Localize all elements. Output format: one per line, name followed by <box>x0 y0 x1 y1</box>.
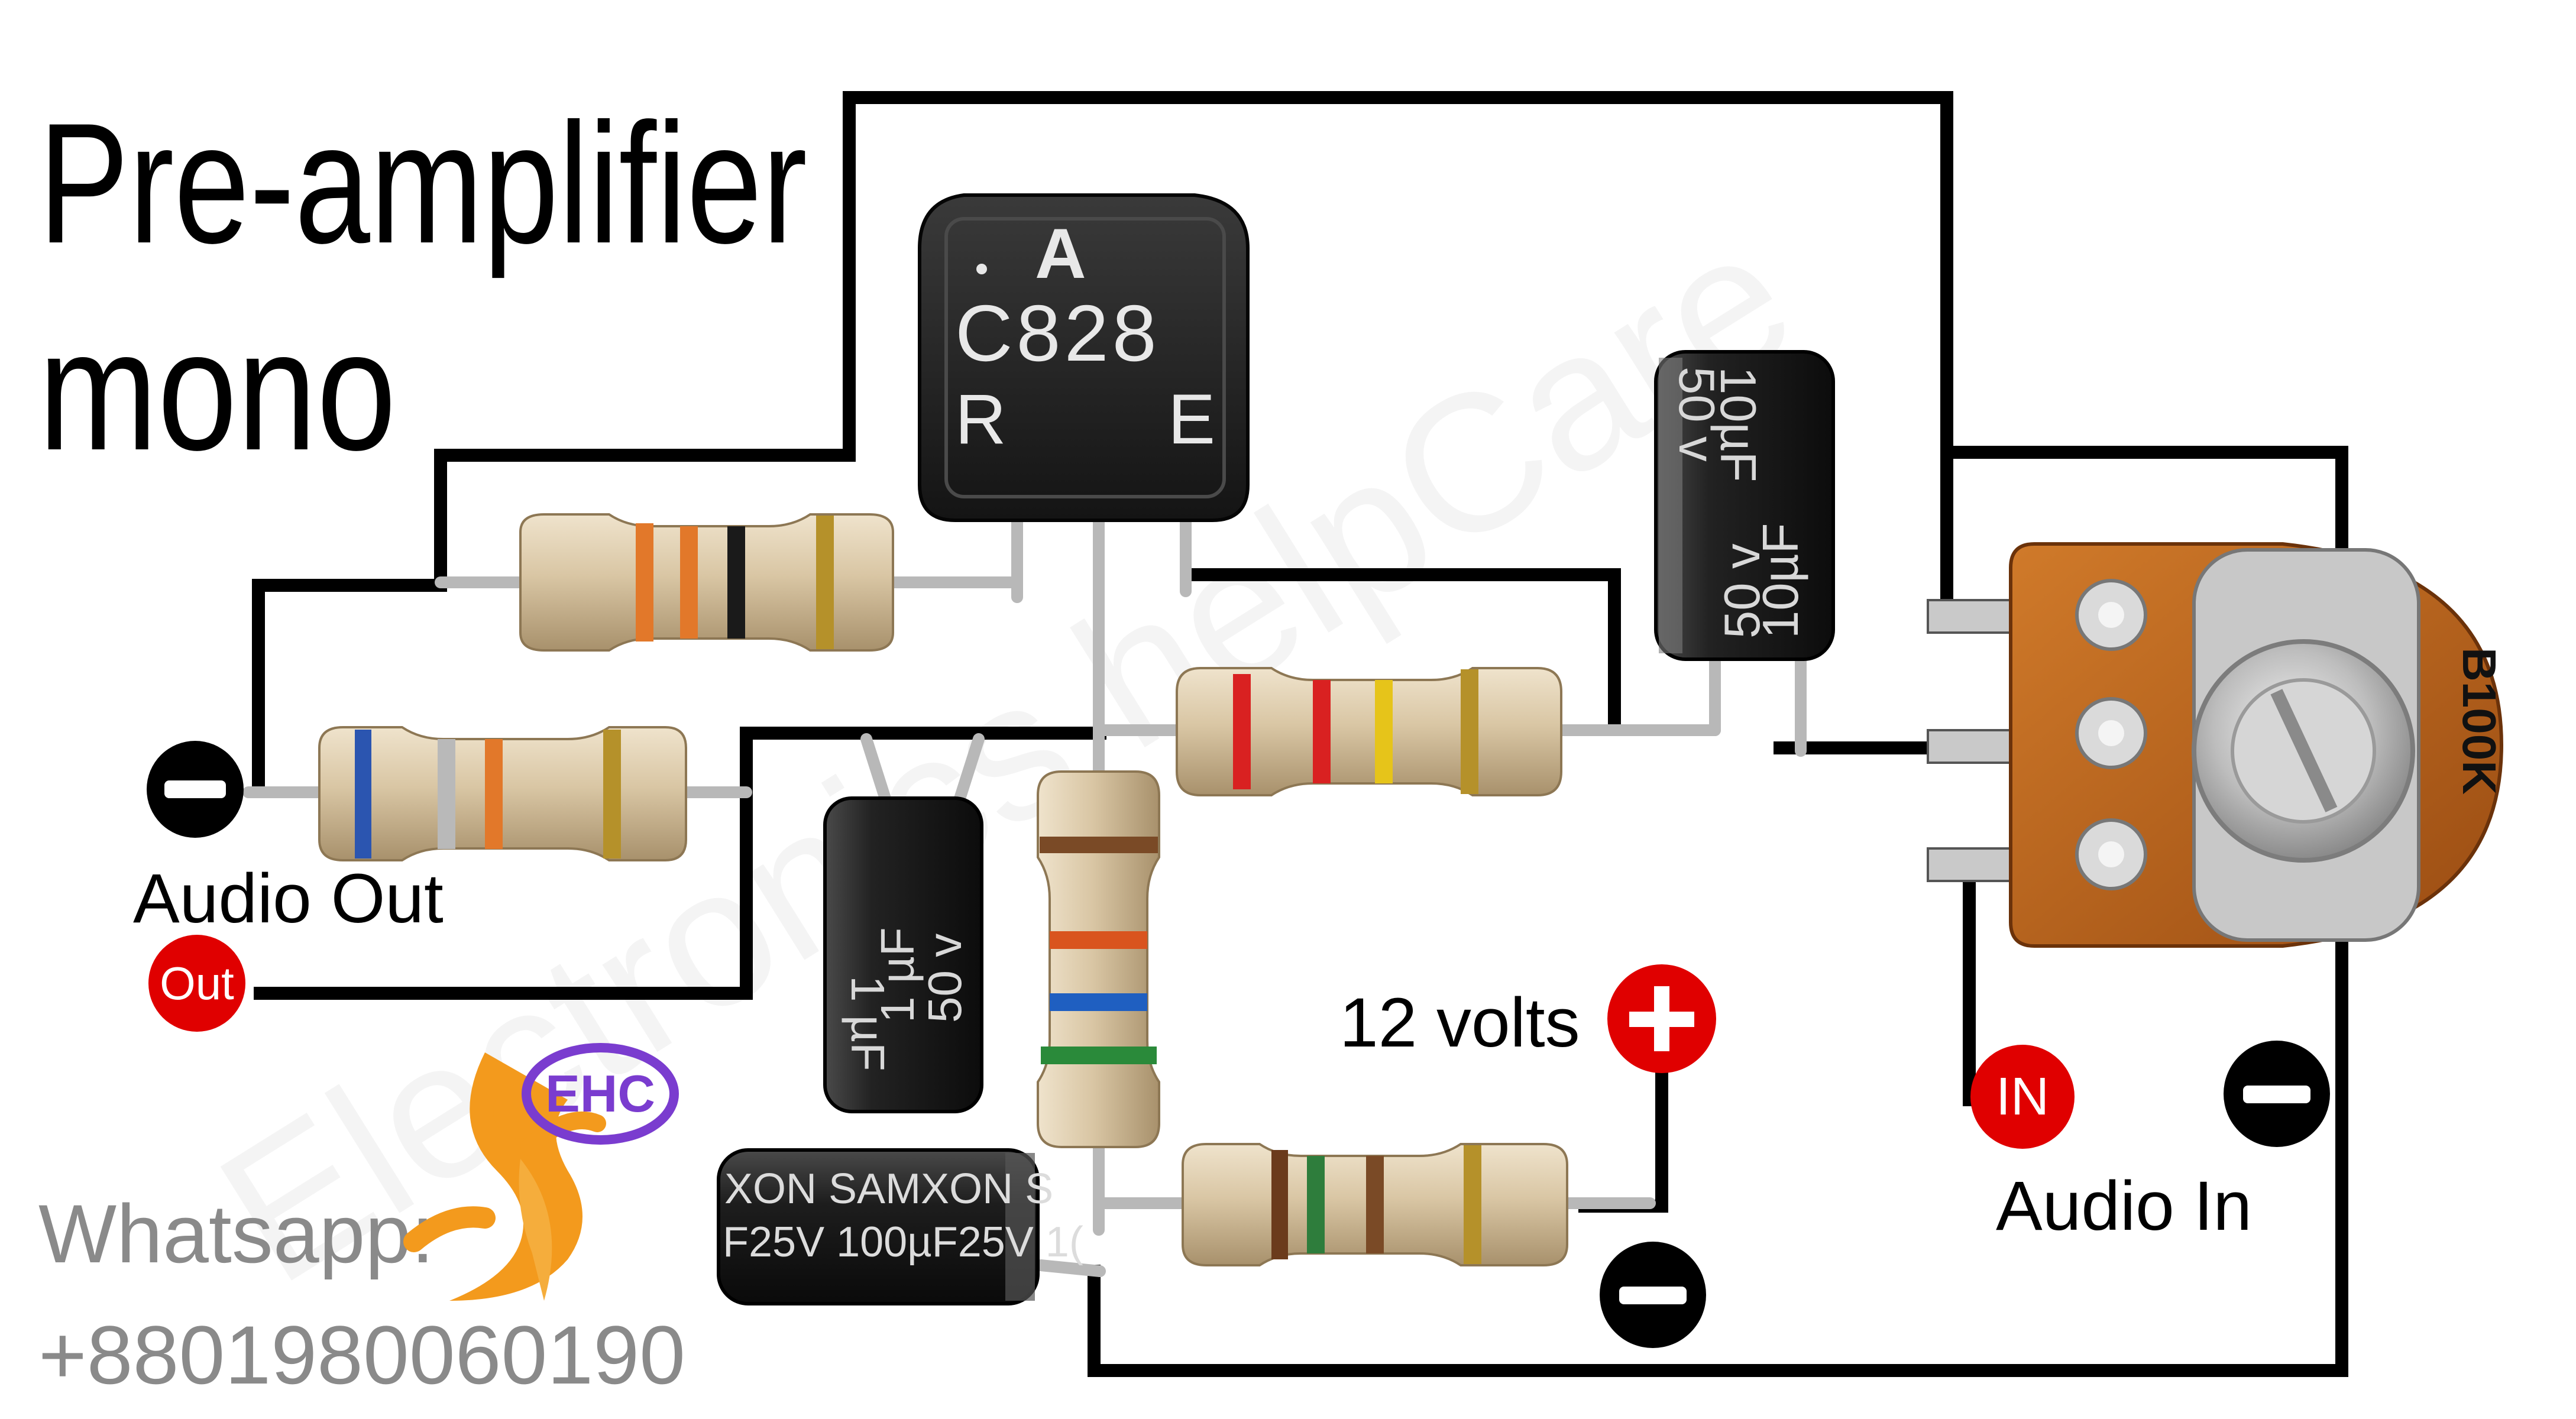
capacitor-10uf: 10µF 50 v 10µF 50 v <box>1654 350 1835 661</box>
cap-100uf-label-a: XON SAMXON S <box>724 1165 1053 1213</box>
audio-out-negative-terminal <box>147 741 244 838</box>
cap-10uf-label-a: 10µF <box>1710 367 1766 482</box>
resistor-middle <box>1176 667 1562 796</box>
cap-100uf-label-b: F25V 100µF25V 1( <box>723 1219 1083 1266</box>
resistor-bottom <box>1182 1143 1568 1266</box>
wire-ground-rail <box>1088 514 2348 1377</box>
transistor-marking-r: R <box>955 380 1007 459</box>
logo-text: EHC <box>545 1064 655 1123</box>
potentiometer-b100k: B100K <box>1927 542 2506 948</box>
title-line-1: Pre-amplifier <box>38 88 807 280</box>
ehc-logo: EHC <box>403 1043 679 1301</box>
resistor-left <box>318 726 687 861</box>
cap-10uf-label-d: 50 v <box>1714 543 1771 639</box>
transistor-logo: A <box>1035 214 1086 293</box>
audio-in-negative-terminal <box>2224 1041 2330 1147</box>
supply-negative-terminal <box>1600 1242 1706 1348</box>
wire-collector <box>1191 568 1621 734</box>
cap-10uf-label-b: 50 v <box>1668 367 1724 462</box>
component-leads <box>242 508 1807 1277</box>
capacitor-1uf: 1 µF 50 v 1 µF <box>823 796 983 1113</box>
in-badge-text: IN <box>1996 1067 2049 1126</box>
cap-1uf-label-c: 1 µF <box>842 976 894 1071</box>
resistor-top <box>519 513 894 652</box>
twelve-volts-label: 12 volts <box>1339 984 1580 1062</box>
wire-audio-out-neg <box>252 579 447 787</box>
whatsapp-label: Whatsapp: <box>38 1187 434 1280</box>
resistor-vertical <box>1037 770 1160 1148</box>
out-badge-text: Out <box>160 957 234 1009</box>
cap-10uf-label-c: 10µF <box>1753 523 1809 639</box>
wire-top-loop <box>434 91 2348 592</box>
audio-out-positive-terminal: Out <box>148 935 245 1032</box>
transistor-c828: A C828 R E <box>918 193 1250 522</box>
transistor-marking-e: E <box>1168 380 1215 459</box>
audio-in-positive-terminal: IN <box>1970 1045 2075 1149</box>
audio-out-label: Audio Out <box>133 860 444 938</box>
capacitor-100uf: XON SAMXON S F25V 100µF25V 1( <box>717 1148 1083 1305</box>
pot-label: B100K <box>2453 647 2506 795</box>
wiring <box>252 91 2348 1377</box>
cap-1uf-label-b: 50 v <box>918 934 971 1023</box>
wire-12v <box>1578 1055 1668 1213</box>
audio-in-label: Audio In <box>1996 1167 2252 1245</box>
transistor-part-number: C828 <box>955 289 1160 378</box>
cap-1uf-label-a: 1 µF <box>871 927 924 1023</box>
wire-audio-out-signal <box>254 727 988 1000</box>
phone-number: +8801980060190 <box>38 1308 685 1401</box>
supply-positive-terminal <box>1607 964 1716 1073</box>
title-line-2: mono <box>38 294 396 486</box>
wire-pot-lug1 <box>1940 446 1979 621</box>
